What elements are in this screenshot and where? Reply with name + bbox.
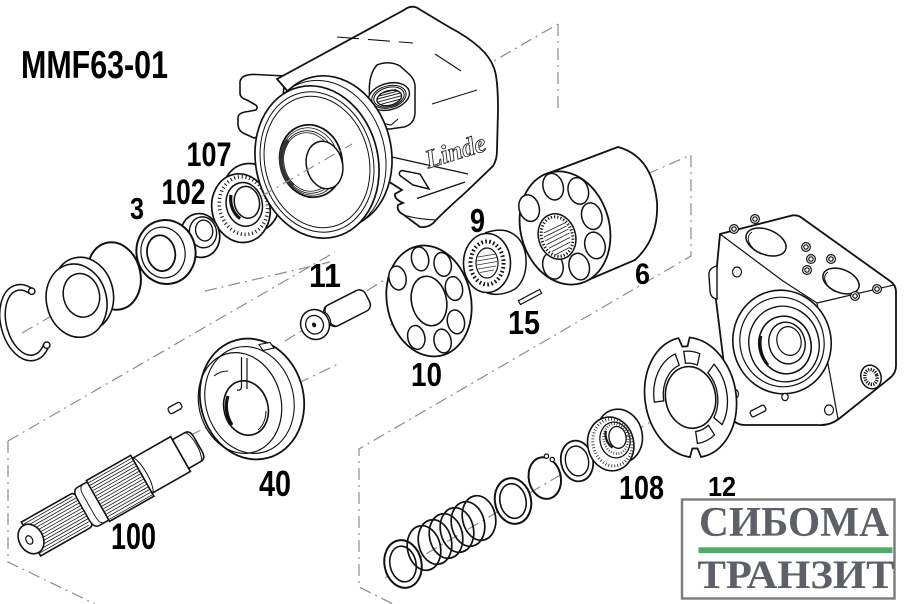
svg-text:15: 15 (508, 304, 540, 341)
svg-text:ТРАНЗИТ: ТРАНЗИТ (698, 552, 895, 597)
svg-text:100: 100 (111, 516, 156, 557)
svg-text:3: 3 (130, 191, 144, 226)
svg-text:40: 40 (259, 463, 291, 504)
svg-text:6: 6 (635, 258, 650, 291)
svg-text:MMF63-01: MMF63-01 (21, 44, 168, 87)
svg-text:12: 12 (708, 471, 736, 502)
svg-text:108: 108 (619, 469, 664, 506)
svg-text:107: 107 (187, 136, 232, 174)
svg-text:102: 102 (162, 173, 206, 212)
svg-text:9: 9 (470, 202, 485, 239)
svg-text:11: 11 (309, 257, 341, 294)
svg-text:10: 10 (411, 356, 442, 393)
svg-text:СИБОМА: СИБОМА (699, 500, 890, 546)
